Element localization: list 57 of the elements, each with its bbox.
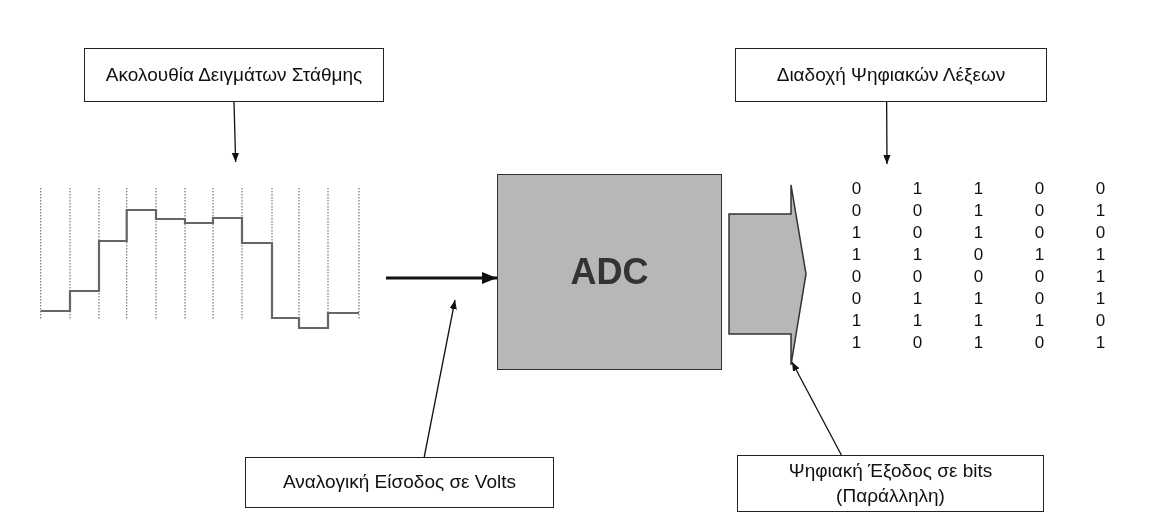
bit-digit: 0 [973, 244, 984, 266]
bit-digit: 0 [1034, 200, 1045, 222]
bit-digit: 1 [973, 200, 984, 222]
bit-digit: 0 [1095, 310, 1106, 332]
bit-digit: 1 [851, 310, 862, 332]
bit-digit: 1 [912, 178, 923, 200]
bit-digit: 1 [1034, 310, 1045, 332]
bit-digit: 1 [973, 222, 984, 244]
bit-digit: 1 [973, 178, 984, 200]
bit-digit: 1 [851, 222, 862, 244]
label-box [245, 457, 554, 508]
adc-block [497, 174, 722, 370]
label-text: Διαδοχή Ψηφιακών Λέξεων [776, 62, 1006, 87]
bit-digit: 1 [851, 244, 862, 266]
bit-digit: 0 [973, 266, 984, 288]
label-text: Ακολουθία Δειγμάτων Στάθμης [105, 62, 363, 87]
leader-arrow [791, 361, 843, 456]
arrow [883, 101, 891, 165]
bit-digit: 1 [851, 332, 862, 354]
bit-digit: 1 [973, 310, 984, 332]
bit-digit: 0 [1095, 222, 1106, 244]
leader-arrow [423, 299, 457, 458]
bit-digit: 1 [1095, 200, 1106, 222]
bit-digit: 1 [912, 310, 923, 332]
bit-digit: 0 [1034, 222, 1045, 244]
label-text: Ψηφιακή Έξοδος σε bits (Παράλληλη) [787, 458, 994, 508]
bit-digit: 0 [912, 222, 923, 244]
bit-digit: 0 [1034, 178, 1045, 200]
arrow [231, 101, 240, 163]
bit-digit: 0 [1034, 288, 1045, 310]
bit-digit: 0 [851, 288, 862, 310]
bit-digit: 0 [851, 200, 862, 222]
bit-digit: 1 [912, 288, 923, 310]
bit-digit: 0 [1034, 332, 1045, 354]
bit-digit: 0 [851, 266, 862, 288]
bit-digit: 1 [1034, 244, 1045, 266]
block-arrow [728, 184, 807, 366]
bit-digit: 0 [912, 332, 923, 354]
bit-digit: 1 [1095, 266, 1106, 288]
bit-digit: 1 [973, 288, 984, 310]
label-box [735, 48, 1047, 102]
bit-digit: 1 [1095, 244, 1106, 266]
bit-digit: 1 [973, 332, 984, 354]
bit-digit: 0 [912, 266, 923, 288]
bit-digit: 0 [851, 178, 862, 200]
bit-digit: 1 [1095, 288, 1106, 310]
bit-digit: 1 [1095, 332, 1106, 354]
bit-digit: 0 [912, 200, 923, 222]
label-box [737, 455, 1044, 512]
staircase-signal-drawing [38, 186, 362, 332]
label-box [84, 48, 384, 102]
bit-digit: 0 [1095, 178, 1106, 200]
block-title: ADC [570, 251, 649, 293]
bit-digit: 1 [912, 244, 923, 266]
bit-digit: 0 [1034, 266, 1045, 288]
arrow [386, 271, 497, 284]
label-text: Αναλογική Είσοδος σε Volts [282, 470, 517, 495]
